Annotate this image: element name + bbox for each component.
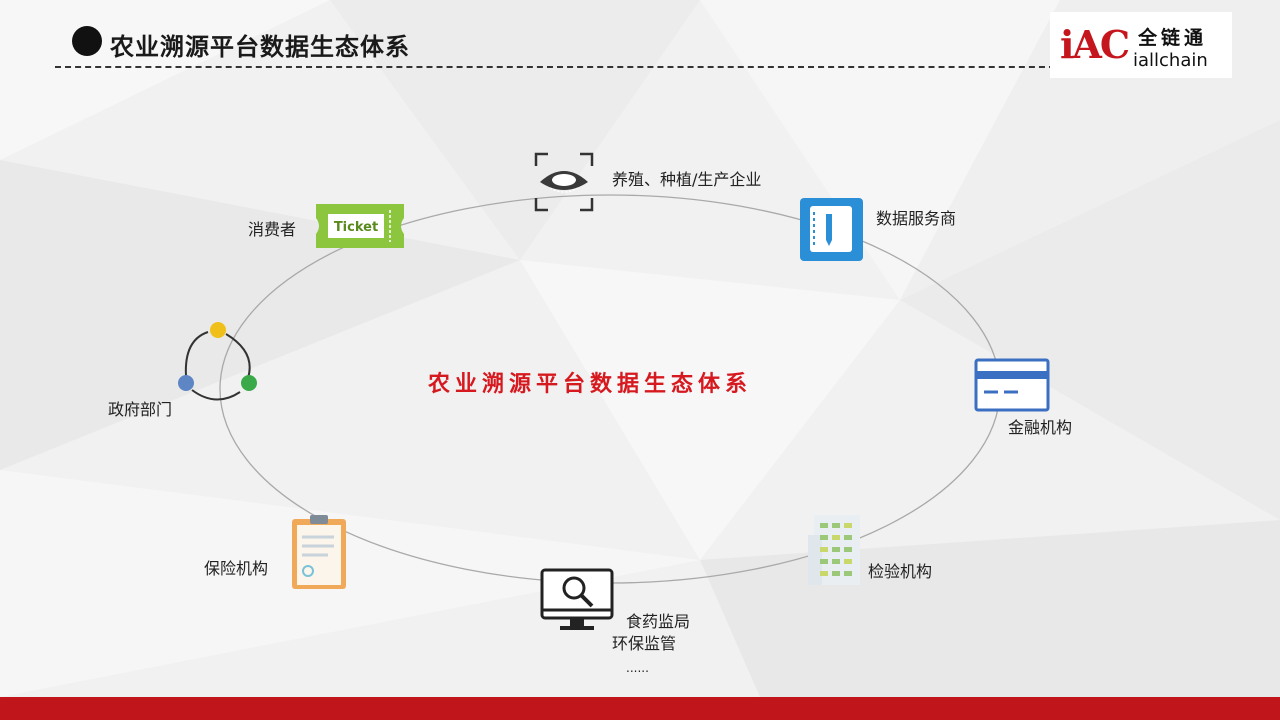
- logo-cn-name: 全链通: [1138, 27, 1208, 49]
- regulator-label-2: 环保监管: [612, 634, 677, 653]
- building-icon: [808, 515, 860, 585]
- network-cycle-icon: [178, 322, 257, 401]
- credit-card-icon: [974, 358, 1050, 412]
- producer-label: 养殖、种植/生产企业: [612, 170, 762, 189]
- notebook-icon: [800, 198, 863, 261]
- monitor-search-icon: [540, 568, 614, 630]
- government-label: 政府部门: [108, 400, 173, 419]
- inspection-label: 检验机构: [868, 562, 933, 581]
- ticket-icon: Ticket: [316, 204, 404, 248]
- logo-en-name: iallchain: [1133, 50, 1208, 71]
- finance-label: 金融机构: [1008, 418, 1073, 437]
- header-divider: [55, 66, 1055, 68]
- regulator-label-1: 食药监局: [626, 612, 691, 631]
- ticket-text: Ticket: [334, 220, 378, 235]
- data-provider-label: 数据服务商: [876, 209, 957, 228]
- logo-mark: iAC: [1060, 22, 1130, 67]
- company-logo: iAC 全链通 iallchain: [1050, 12, 1232, 78]
- title-bullet: [72, 26, 102, 56]
- consumer-label: 消费者: [248, 220, 297, 239]
- clipboard-icon: [292, 515, 346, 589]
- center-title: 农业溯源平台数据生态体系: [428, 372, 753, 397]
- page-title: 农业溯源平台数据生态体系: [110, 33, 410, 61]
- regulator-label-3: ......: [626, 661, 649, 675]
- eye-scan-icon: [534, 152, 594, 212]
- header: 农业溯源平台数据生态体系 iAC 全链通 iallchain: [0, 0, 1280, 78]
- insurance-label: 保险机构: [204, 559, 269, 578]
- bottom-accent-bar: [0, 697, 1280, 720]
